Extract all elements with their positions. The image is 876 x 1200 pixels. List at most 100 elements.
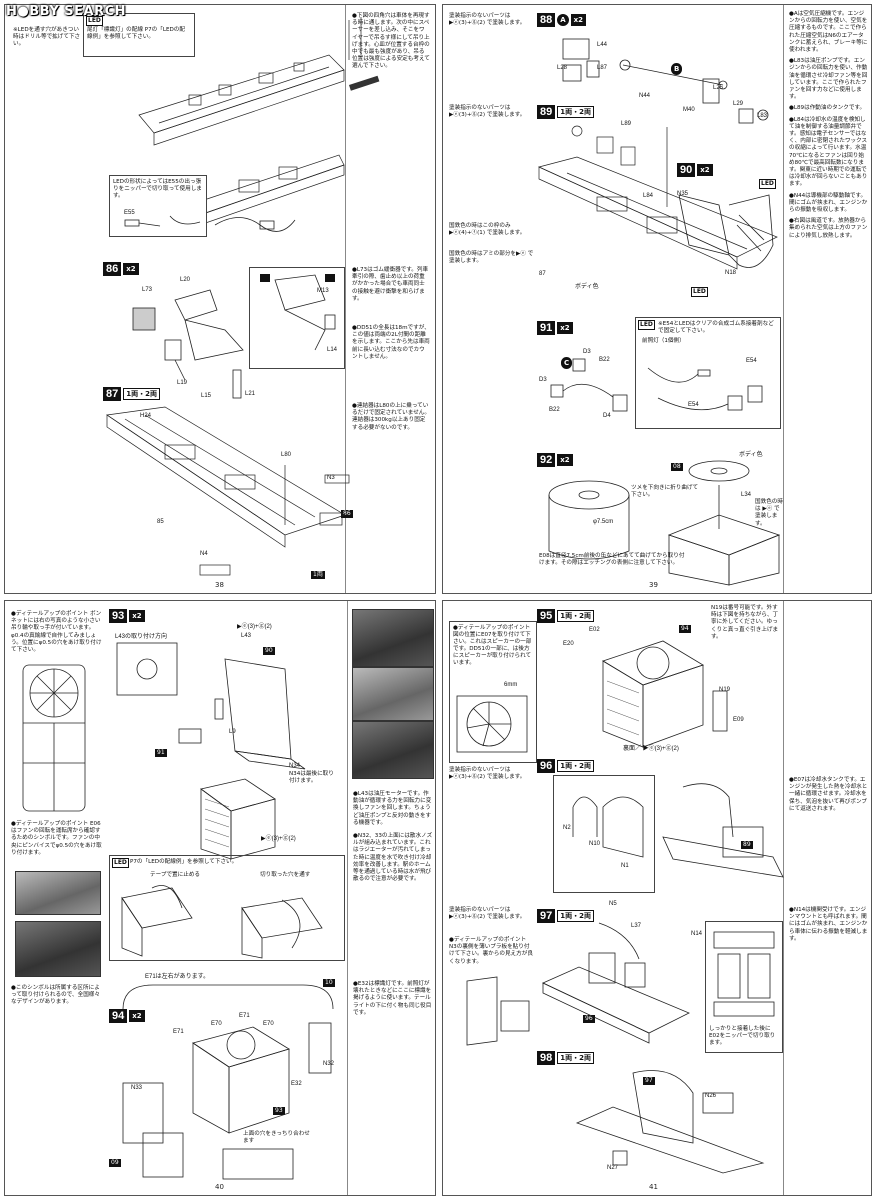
side-notes-column-40: ●L43は油圧モーターです。作動油が循環する力を回転力に変換しファンを回します。… [347, 601, 435, 1195]
engine-frame-drawing [575, 1070, 765, 1174]
label-m40: M40 [683, 107, 695, 113]
step-91-header: 91 x2 [537, 321, 573, 335]
tag-b97: 97 [643, 1077, 655, 1085]
label-e54b: E54 [688, 402, 699, 408]
label-n33: N33 [131, 1085, 143, 1091]
label-l14: L14 [327, 347, 338, 353]
buffer-assembly-drawing [132, 274, 336, 399]
step-89-qty: 1両・2両 [557, 106, 594, 118]
label-n10: N10 [589, 841, 601, 847]
led-wiring-drawing [121, 885, 323, 959]
step-92-header: 92 x2 [537, 453, 573, 467]
paint-note-2: 塗装指示のないパーツは ▶ⓔ(3)+ⓖ(2) で塗装します。 [449, 105, 526, 119]
mount-detail-drawing [713, 931, 775, 1017]
paint-note-4: 国鉄色の時はアミの部分を▶ⓔ で塗装します。 [449, 251, 534, 265]
note-air-duct: ●右図は風道です。放熱器から集められた空気は上方のファンにより排気し放熱します。 [789, 218, 868, 239]
label-n27: N27 [607, 1165, 619, 1171]
photo-2 [352, 667, 434, 721]
hood-top-drawing [22, 664, 86, 812]
compressor-drawing [562, 38, 769, 124]
step-96-qty: 1両・2両 [557, 760, 594, 772]
page-number-41: 41 [649, 1183, 658, 1191]
label-n2: N2 [563, 825, 571, 831]
led-tail-text: 尾灯「標識灯」の配線 P7の「LEDの配線例」を参照して下さい。 [87, 27, 185, 40]
led-tag-90a: LED [759, 179, 776, 189]
label-b22b: B22 [549, 407, 560, 413]
tag-e09: 09 [109, 1159, 121, 1167]
tag-b86: 86 [341, 510, 353, 518]
page-number-40: 40 [215, 1183, 224, 1191]
radiator-top-drawing [602, 640, 728, 748]
step-90-header: 90 x2 [677, 163, 713, 177]
label-l73: L73 [142, 287, 153, 293]
label-n34: N34 [289, 763, 301, 769]
cut-e02-note: しっかりと接着した後にE02をニッパーで切り取ります。 [709, 1026, 776, 1046]
label-l21: L21 [245, 391, 256, 397]
diameter-label: φ7.5cm [593, 519, 614, 525]
e55-text: LEDの形状によってはE55の出っ張りをニッパーで切り取って使用します。 [113, 179, 202, 199]
back-paint-note: 裏面／ ▶ⓔ(3)+ⓖ(2) [623, 746, 679, 752]
n19-note: N19は番号可能です。外す時は下図を持ちながら、丁寧に外してください。ゆっくりと… [711, 605, 779, 640]
manual-page-41: ●ディテールアップのポイント 図の位置にE07を取り付けて下さい。これはスピーカ… [442, 600, 872, 1196]
detail-note-handles: ●ディテールアップのポイント ボンネットには右の写真のような小さい吊り輪や取っ手… [11, 611, 102, 654]
note-oil-motor: ●L43は油圧モーターです。作動油が循環する力を回転力に変換しファンを回します。… [353, 791, 432, 826]
n34-note: N34は最後に取り付けます。 [289, 771, 334, 785]
fan-drawing [548, 460, 781, 586]
step-98-header: 98 1両・2両 [537, 1051, 594, 1065]
label-n5: N5 [609, 901, 617, 907]
step-96-number: 96 [537, 759, 556, 773]
label-l25: L25 [713, 85, 724, 91]
photo-1 [352, 609, 434, 667]
label-n4: N4 [200, 551, 208, 557]
note-valve: ●L84は冷却水の温度を検知して油を制御する油量調節弁です。感知は電子センサーで… [789, 116, 868, 188]
led-tail-box: LED 尾灯「標識灯」の配線 P7の「LEDの配線例」を参照して下さい。 [83, 13, 195, 57]
led-wire-drawing [214, 217, 296, 232]
note-oil-tank: ●L89は作動油のタンクです。 [789, 105, 866, 112]
led-wiring-box: LED P7の「LEDの配線例」を参照して下さい。 テープで置に止める 切り取っ… [109, 855, 345, 961]
label-e70a: E70 [211, 1021, 222, 1027]
step-88-number: 88 [537, 13, 556, 27]
marker-c: C [561, 357, 573, 369]
tape-note: テープで置に止める [150, 872, 201, 878]
led-label: LED [86, 16, 103, 26]
label-n18: N18 [725, 270, 737, 276]
note-drive-shaft: ●N44は導機部の駆動軸です。間にゴムが挟まれ、エンジンからの振動を吸収します。 [789, 192, 868, 214]
label-l87: L87 [597, 65, 608, 71]
page-number-38: 38 [215, 581, 224, 589]
note-compressor: ●Aは空気圧縮機です。エンジンからの回転力を使い、空気を圧縮するものです。ここで… [789, 11, 868, 54]
paint-spec-93: ▶ⓔ(3)+ⓖ(2) [237, 624, 272, 630]
label-l29: L29 [733, 101, 744, 107]
photo-fan-top [15, 921, 101, 977]
led-tag-91: LED [638, 320, 655, 330]
tag-b94: 94 [679, 625, 691, 633]
step-88-qty: x2 [570, 14, 587, 26]
label-l19: L19 [177, 380, 188, 386]
manual-page-39: 塗装指示のないパーツは ▶ⓔ(3)+ⓖ(2) で塗装します。 塗装指示のないパー… [442, 4, 872, 594]
label-e32: E32 [291, 1081, 302, 1087]
step-92-number: 92 [537, 453, 556, 467]
label-h24: H24 [140, 413, 152, 419]
tag-b90: 90 [263, 647, 275, 655]
tag-e08: 08 [671, 463, 683, 471]
body-color-label: ボディ色 [575, 284, 599, 290]
step-95-qty: 1両・2両 [557, 610, 594, 622]
tag-e10: 10 [323, 979, 335, 987]
step-93-header: 93 x2 [109, 609, 145, 623]
led-wire-detail [647, 367, 763, 411]
label-l84: L84 [643, 193, 654, 199]
step-86-number: 86 [103, 262, 122, 276]
label-m13: M13 [317, 288, 329, 294]
label-l34: L34 [741, 492, 752, 498]
label-l28: L28 [557, 65, 568, 71]
label-e71b: E71 [239, 1013, 250, 1019]
label-l83: L83 [757, 113, 768, 119]
label-n26: N26 [705, 1093, 717, 1099]
top-cover-drawing [122, 984, 334, 1010]
photo-3 [352, 721, 434, 779]
led-hole-note: ※LEDを通す穴があきつい時はドリル等で拡げて下さい。 [13, 27, 81, 48]
led-fixing-box: LED ※E54とLEDはクリアの合成ゴム系接着剤などで固定して下さい。 前照灯… [635, 317, 781, 429]
note-coolant-tank: ●E07は冷却水タンクです。エンジンが発生した熱を冷却水と一緒に循環させます。冷… [789, 777, 868, 812]
detail-note-symbol: ●ディテールアップのポイント E06はファンの回転を運転席から確認するためのシン… [11, 821, 102, 856]
label-l20: L20 [180, 277, 191, 283]
step-97-qty: 1両・2両 [557, 910, 594, 922]
